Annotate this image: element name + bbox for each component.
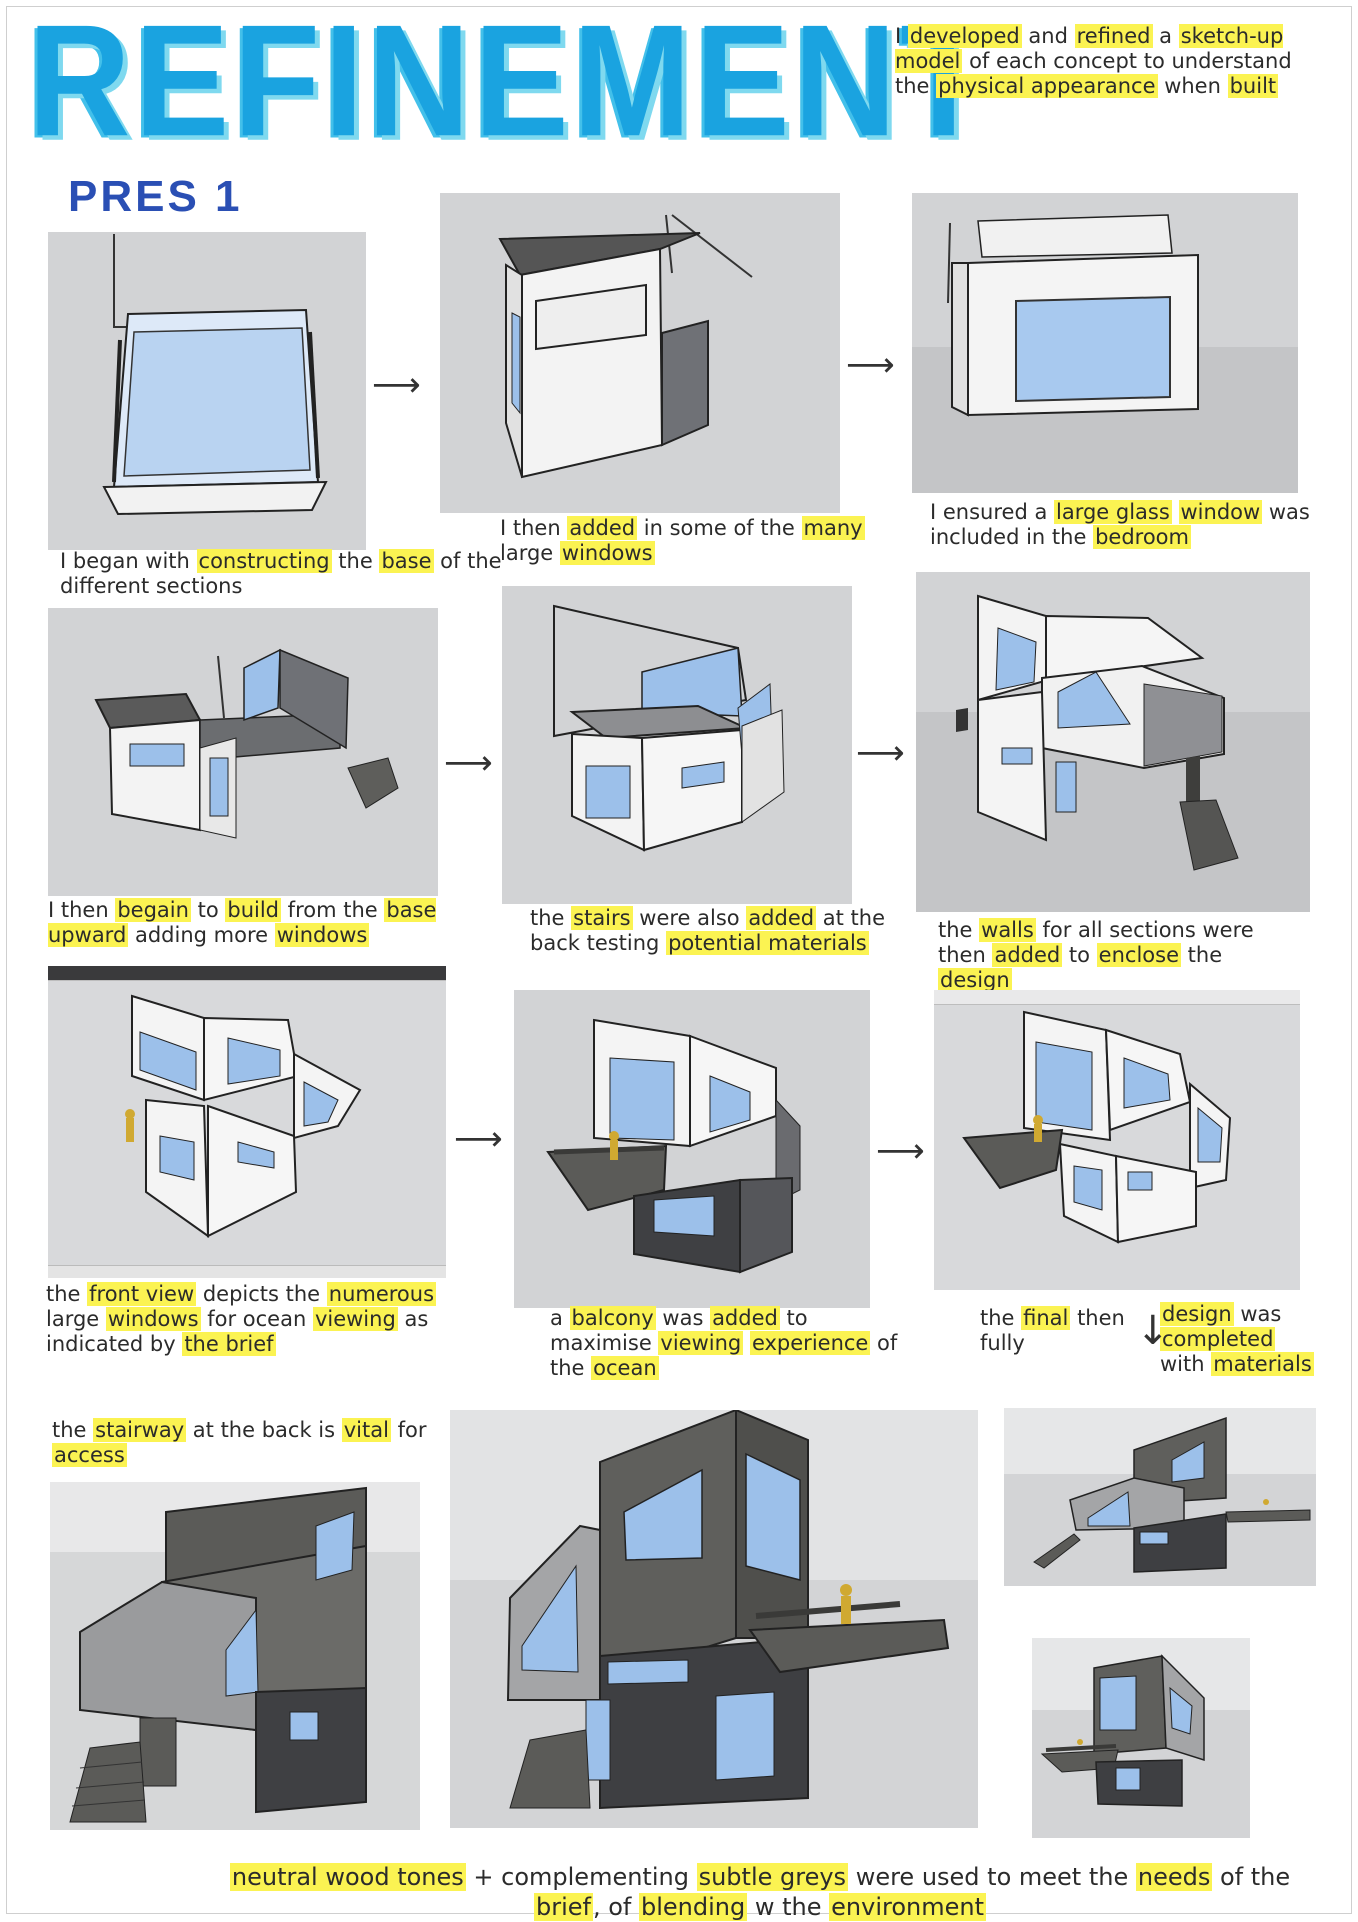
caption-build-up: I then begain to build from the base upw… [48, 898, 437, 947]
caption-balcony: a balcony was added to maximise viewing … [550, 1306, 898, 1380]
sketch-windows-panel [440, 193, 840, 513]
render-side-view-panel [1004, 1408, 1316, 1586]
app-statusbar [48, 1265, 446, 1278]
render-balcony-panel [514, 990, 870, 1308]
caption-stairway: the stairway at the back is vital for ac… [52, 1418, 427, 1467]
caption-final-b: design was completed with materials [1160, 1302, 1314, 1376]
right-arrow-icon: ⟶ [846, 345, 895, 385]
sketch-walls-panel [916, 572, 1310, 912]
caption-walls: the walls for all sections were then add… [938, 918, 1254, 992]
app-toolbar [934, 990, 1300, 1005]
right-arrow-icon: ⟶ [444, 743, 493, 783]
sketch-stairs-panel [502, 586, 852, 904]
page-subtitle: PRES 1 [68, 172, 243, 221]
intro-text: I developed and refined a sketch-up mode… [895, 24, 1292, 98]
render-final-panel [934, 990, 1300, 1290]
right-arrow-icon: ⟶ [856, 733, 905, 773]
down-arrow-icon: ↓ [1136, 1308, 1170, 1354]
right-arrow-icon: ⟶ [876, 1131, 925, 1171]
page-title: REFINEMENT [28, 0, 991, 171]
caption-stairs: the stairs were also added at the back t… [530, 906, 886, 955]
caption-final-a: the final then fully [980, 1306, 1125, 1355]
right-arrow-icon: ⟶ [372, 365, 421, 405]
caption-base: I began with constructing the base of th… [60, 549, 502, 598]
sketch-build-up-panel [48, 608, 438, 896]
app-toolbar [48, 966, 446, 981]
right-arrow-icon: ⟶ [454, 1119, 503, 1159]
caption-windows: I then added in some of the many large w… [500, 516, 865, 565]
render-main-materials-panel [450, 1410, 978, 1828]
caption-front-view: the front view depicts the numerous larg… [46, 1282, 437, 1356]
sketch-bedroom-panel [912, 193, 1298, 493]
sketch-base-panel [48, 232, 366, 550]
footer-text: neutral wood tones + complementing subtl… [229, 1863, 1291, 1921]
render-front-view-panel [48, 966, 446, 1278]
render-front-small-panel [1032, 1638, 1250, 1838]
caption-bedroom: I ensured a large glass window was inclu… [930, 500, 1310, 549]
render-back-stairway-panel [50, 1482, 420, 1830]
